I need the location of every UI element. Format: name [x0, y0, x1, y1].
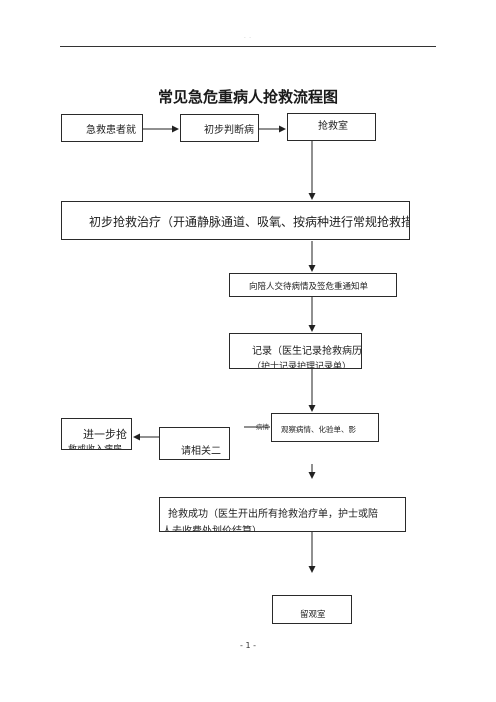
page-title: 常见急危重病人抢救流程图	[157, 88, 338, 106]
header-rule	[60, 46, 436, 47]
node-initial-treatment: 初步抢救治疗（开通静脉通道、吸氧、按病种进行常规抢救措	[61, 201, 410, 240]
node-rescue-room: 抢救室	[287, 113, 376, 141]
node-inform-family: 向陪人交待病情及签危重通知单	[229, 273, 397, 297]
page-number: - 1 -	[240, 641, 256, 650]
node-observe: 观察病情、化验单、影	[271, 413, 379, 442]
node-diagnosis: 初步判断病	[180, 114, 259, 142]
node-arrival: 急救患者就	[61, 114, 143, 142]
node-observation-room: 留观室	[272, 595, 352, 624]
node-consult: 请相关二	[159, 427, 230, 460]
header-dots: . .	[244, 34, 252, 40]
node-further-rescue: 进一步抢 救或收入病房	[61, 418, 132, 450]
node-rescue-success: 抢救成功（医生开出所有抢救治疗单，护士或陪 人去收费处划价结算）	[159, 497, 406, 532]
node-record: 记录（医生记录抢救病历） （护士记录护理记录单）	[229, 333, 362, 369]
edge-label-condition: 病情	[256, 423, 269, 431]
